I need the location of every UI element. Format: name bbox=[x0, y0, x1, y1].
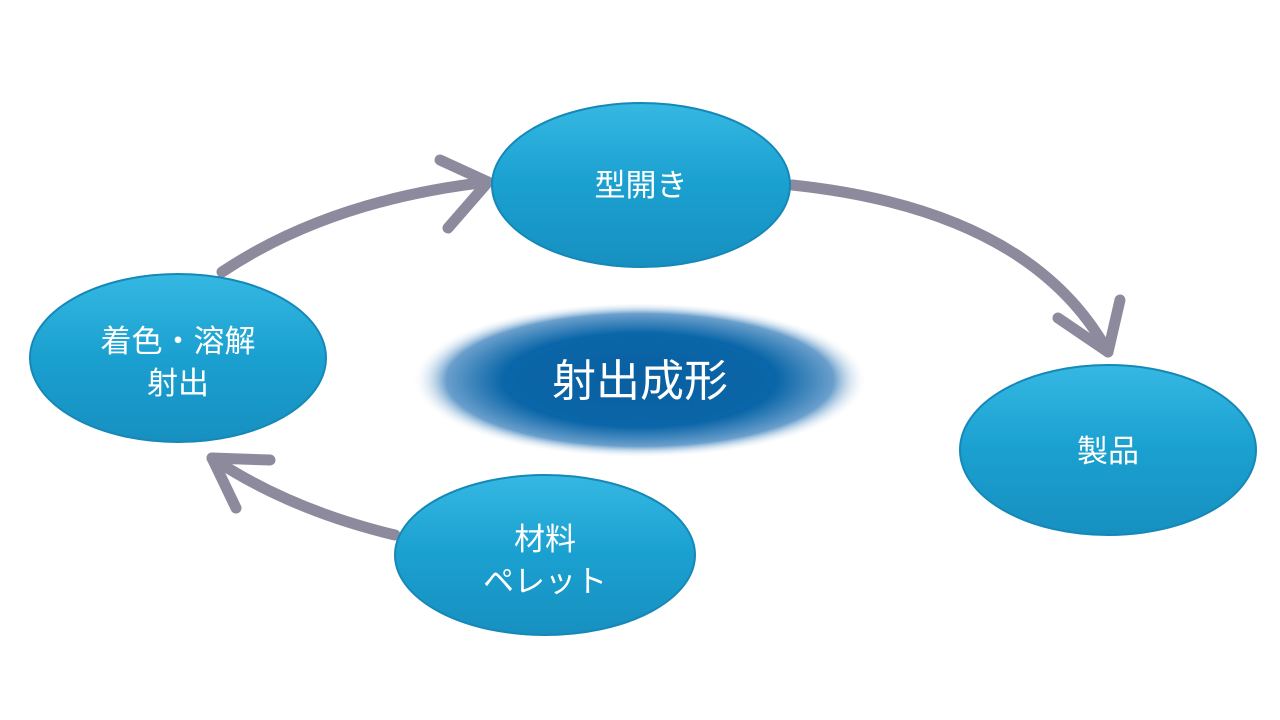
node-material-line2: ペレット bbox=[483, 564, 607, 600]
arrow-mold-open-to-product bbox=[786, 179, 1126, 358]
node-coloring-line1: 着色・溶解 bbox=[101, 324, 256, 360]
center-title: 射出成形 bbox=[412, 302, 868, 458]
arrow-material-to-coloring bbox=[206, 452, 401, 541]
node-coloring-melting-injection: 着色・溶解 射出 bbox=[29, 273, 327, 443]
arrow-coloring-to-mold-open bbox=[216, 154, 494, 278]
node-material-line1: 材料 bbox=[514, 522, 576, 558]
node-material-pellet: 材料 ペレット bbox=[394, 474, 696, 636]
node-mold-open: 型開き bbox=[491, 102, 791, 268]
node-product: 製品 bbox=[959, 364, 1257, 536]
node-product-label: 製品 bbox=[1077, 434, 1139, 470]
node-coloring-line2: 射出 bbox=[147, 366, 209, 402]
node-mold-open-label: 型開き bbox=[595, 168, 688, 204]
center-title-text: 射出成形 bbox=[552, 356, 728, 407]
